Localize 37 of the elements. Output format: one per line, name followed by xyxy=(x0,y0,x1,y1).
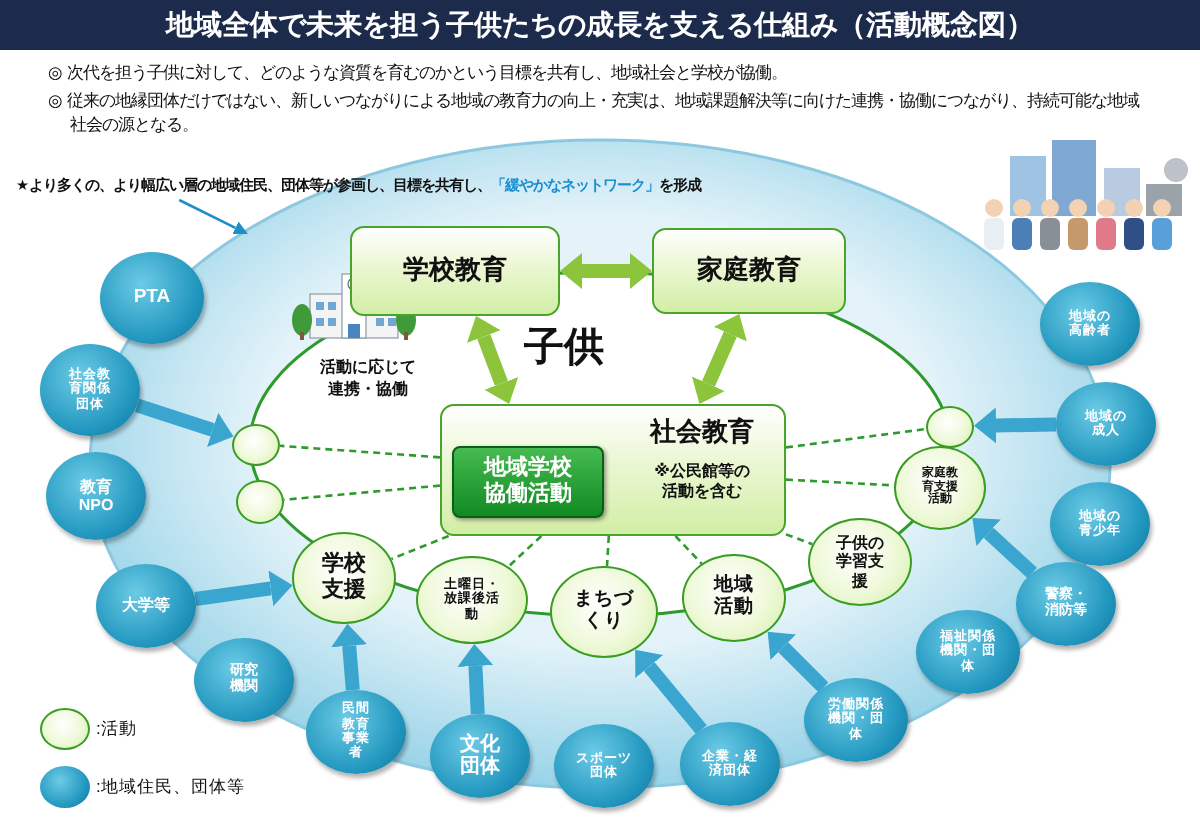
dashed-connector xyxy=(674,535,703,565)
dashed-connector xyxy=(507,535,543,568)
dashed-connector xyxy=(785,533,813,546)
intro-text: ◎ 従来の地縁団体だけではない、新しいつながりによる地域の教育力の向上・充実は、地域課題解決等に向けた連携・協働につながり、持続可能な地域社会の源となる。 xyxy=(48,88,1140,137)
organization-circle: 教育NPO xyxy=(46,452,146,540)
center-heading: 子供 xyxy=(524,324,604,374)
block-arrow xyxy=(767,631,829,693)
double-arrow xyxy=(466,316,519,404)
double-arrow xyxy=(691,314,747,404)
block-arrow xyxy=(331,623,368,691)
block-arrow xyxy=(972,517,1037,579)
program-box: 地域学校協働活動 xyxy=(452,446,604,518)
box-note: ※公民館等の活動を含む xyxy=(652,462,752,501)
dashed-connector xyxy=(283,484,441,502)
education-box: 家庭教育 xyxy=(652,228,846,314)
block-arrow xyxy=(635,649,707,735)
dashed-connector xyxy=(390,534,450,561)
organization-circle: PTA xyxy=(100,252,204,344)
dashed-connector xyxy=(785,427,927,449)
education-box xyxy=(440,404,786,536)
block-arrow xyxy=(974,407,1057,444)
block-arrow xyxy=(457,644,494,715)
box-heading: 社会教育 xyxy=(647,416,756,448)
intro-text: ◎ 次代を担う子供に対して、どのような資質を育むのかという目標を共有し、地域社会と学校が協働。 xyxy=(48,60,790,85)
leader-line xyxy=(178,198,248,235)
block-arrow xyxy=(135,398,234,447)
dashed-connector xyxy=(605,535,611,567)
education-box: 学校教育 xyxy=(350,226,560,316)
dashed-connector xyxy=(785,478,895,487)
double-arrow xyxy=(560,253,652,289)
legend-text: :地域住民、団体等 xyxy=(96,776,245,800)
dashed-connector xyxy=(279,444,441,459)
title-bar: 地域全体で未来を担う子供たちの成長を支える仕組み（活動概念図） xyxy=(0,0,1200,50)
legend-text: :活動 xyxy=(96,718,137,742)
organization-circle: 大学等 xyxy=(96,564,196,648)
cooperation-note: 活動に応じて連携・協働 xyxy=(318,358,418,402)
block-arrow xyxy=(194,570,293,607)
